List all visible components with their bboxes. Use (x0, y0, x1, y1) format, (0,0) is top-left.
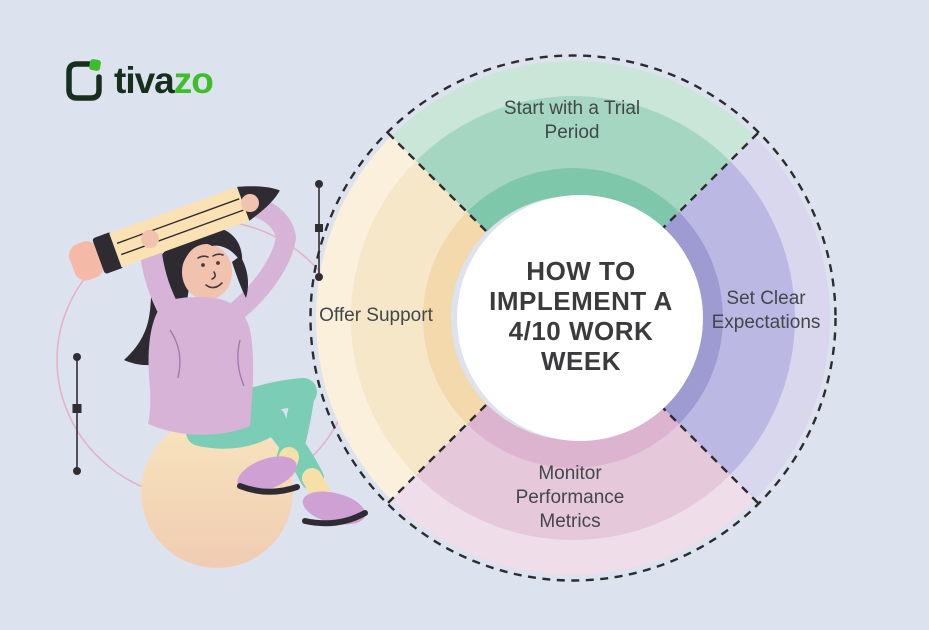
pencil-tip (237, 186, 280, 221)
neck (200, 292, 214, 306)
head (182, 244, 232, 300)
logo-icon-accent (89, 59, 101, 71)
segment-separator (659, 404, 760, 505)
pencil-eraser (69, 241, 104, 281)
outer-dashed-circle (309, 54, 837, 582)
segment-separator (659, 131, 760, 232)
logo-icon (66, 59, 102, 101)
wheel-segment-bottom-medium (416, 424, 730, 540)
segment-separator (386, 131, 487, 232)
wheel-segment-left-medium (351, 161, 467, 475)
wheel-segment-left-light (316, 136, 417, 500)
wheel-segment-top-medium (416, 96, 730, 212)
brand-name-suffix: zo (173, 59, 214, 101)
orbit-ellipse (56, 219, 354, 501)
torso (148, 297, 254, 435)
wheel-segment-left-dark (423, 211, 487, 425)
brand-name-prefix: tiva (114, 59, 175, 101)
wheel-segment-bottom-light (391, 474, 755, 575)
shoes (237, 456, 368, 527)
wheel-segment-right-dark (659, 211, 723, 425)
wheel-segment-right-medium (679, 161, 795, 475)
pencil-body (109, 186, 250, 268)
hair-back (124, 237, 214, 366)
wheel-segment-top-light (391, 61, 755, 162)
segment-separator (386, 404, 487, 505)
ball (141, 416, 293, 568)
hair-lock (232, 256, 248, 298)
arms (139, 196, 297, 323)
legs (186, 378, 331, 504)
sweater-folds (169, 329, 245, 387)
face (197, 253, 224, 289)
segment-label-left: Offer Support (319, 305, 433, 326)
brand-logo: tivazo (64, 58, 214, 102)
pencil (69, 186, 280, 281)
wheel-hub (457, 195, 703, 441)
brand-name: tivazo (114, 59, 214, 101)
wheel-segment-bottom-dark (466, 404, 680, 468)
marker-left (72, 353, 82, 475)
wheel-segment-top-dark (466, 167, 680, 232)
hand-right (241, 194, 259, 212)
hand-left (141, 230, 159, 248)
hair-front (181, 226, 243, 266)
marker-right (315, 180, 323, 281)
wheel-segment-right-light (729, 136, 830, 500)
pencil-ferrule (92, 232, 123, 274)
